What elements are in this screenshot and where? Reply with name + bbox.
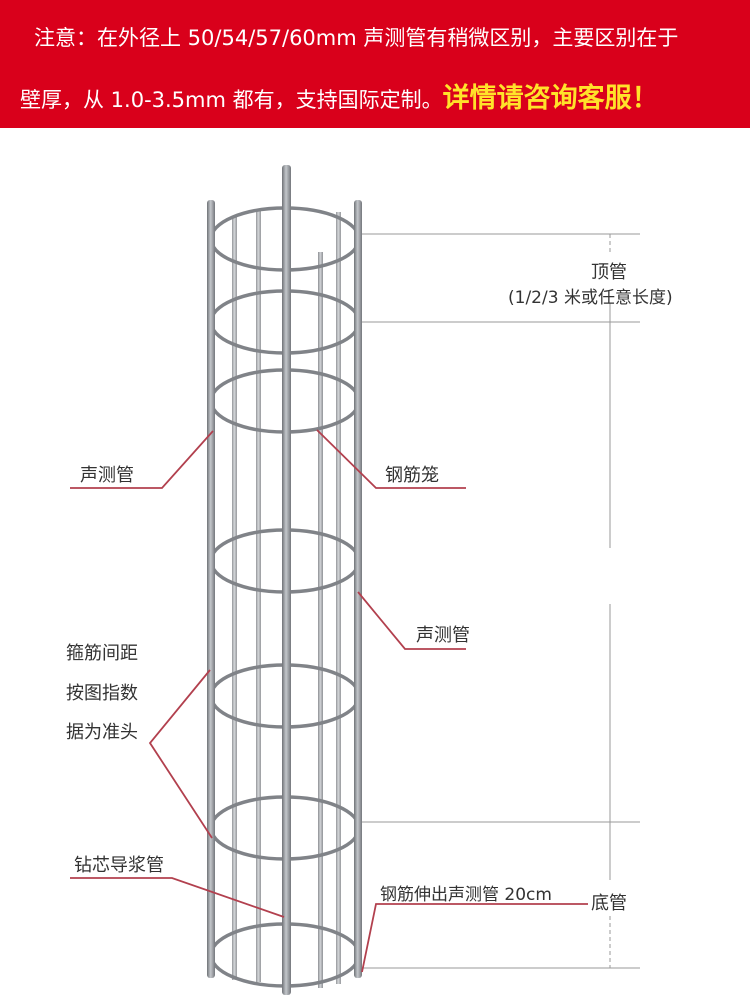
grout-pipe-center (282, 165, 291, 995)
label-grout-pipe: 钻芯导浆管 (74, 855, 164, 876)
dimension-lines (360, 233, 640, 969)
notice-banner: 注意：在外径上 50/54/57/60mm 声测管有稍微区别，主要区别在于 壁厚… (0, 0, 750, 128)
label-stirrup-line-3: 据为准头 (66, 722, 138, 743)
leader-lines (70, 429, 588, 973)
label-stirrup-line-2: 按图指数 (66, 683, 138, 704)
label-bottom-pipe: 底管 (591, 893, 627, 914)
label-rebar-cage: 钢筋笼 (385, 465, 439, 486)
back-rebars (232, 210, 341, 988)
sound-pipe-left (207, 200, 215, 978)
notice-line-1: 注意：在外径上 50/54/57/60mm 声测管有稍微区别，主要区别在于 (34, 26, 679, 50)
back-rebar (256, 210, 261, 982)
label-sound-pipe-right: 声测管 (416, 625, 470, 646)
notice-line-2-text: 壁厚，从 1.0-3.5mm 都有，支持国际定制。 (20, 88, 443, 112)
sound-pipe-right (354, 200, 362, 978)
leader-sound-pipe-right (357, 591, 466, 650)
leader-grout-pipe (70, 877, 285, 918)
label-sound-pipe-left: 声测管 (80, 465, 134, 486)
label-top-pipe: 顶管 (591, 262, 627, 283)
notice-highlight: 详情请咨询客服！ (442, 83, 659, 114)
back-rebar (318, 252, 323, 988)
label-top-pipe-length: (1/2/3 米或任意长度) (508, 288, 673, 308)
leader-stirrup-spacing (148, 669, 213, 839)
label-rebar-extension: 钢筋伸出声测管 20cm (380, 885, 552, 905)
front-pipes (207, 165, 362, 995)
rebar-cage-diagram (70, 165, 640, 995)
notice-line-2: 壁厚，从 1.0-3.5mm 都有，支持国际定制。详情请咨询客服！ (20, 76, 659, 115)
leader-rebar-cage (316, 429, 466, 489)
label-stirrup-line-1: 箍筋间距 (66, 643, 138, 664)
back-rebar (336, 212, 341, 984)
leader-rebar-extension (361, 903, 588, 973)
back-rebar (232, 216, 237, 980)
leader-sound-pipe-left (70, 430, 214, 489)
